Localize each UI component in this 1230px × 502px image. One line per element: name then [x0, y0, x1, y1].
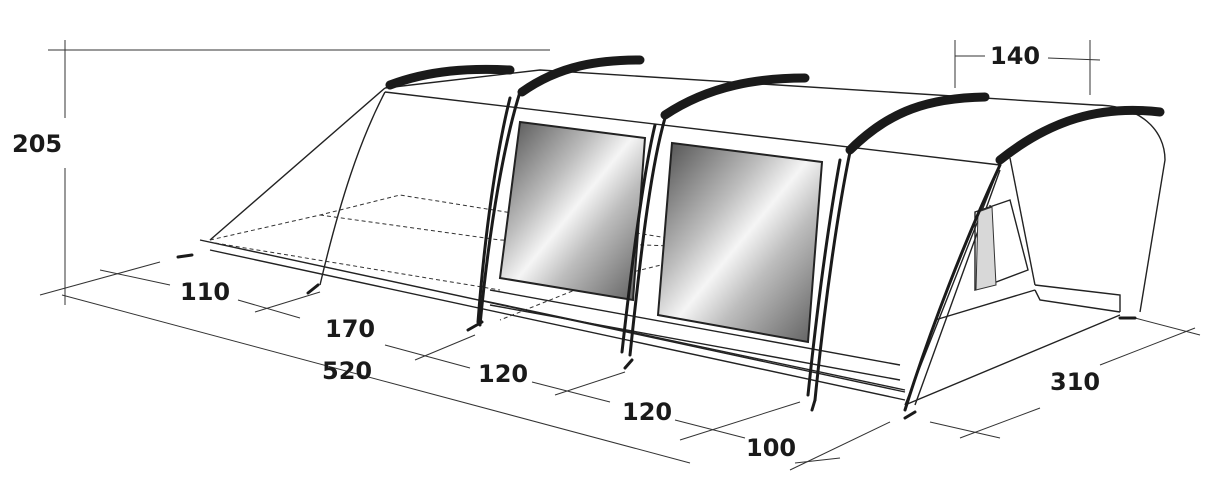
dimension-front-total: 520: [322, 357, 372, 385]
dimension-front-mid-2: 120: [622, 398, 672, 426]
dimension-front-left-2: 170: [325, 315, 375, 343]
tent-poles: [176, 55, 1165, 420]
dimension-depth: 310: [1050, 368, 1100, 396]
tent-body: [199, 69, 1166, 406]
dimension-lines: [39, 40, 1201, 471]
dimension-front-mid-1: 120: [478, 360, 528, 388]
dimension-labels: 205 140 110 170 520 120 120 100 310: [12, 42, 1100, 462]
dimension-front-right: 100: [746, 434, 796, 462]
dimension-height: 205: [12, 130, 62, 158]
side-windows: [498, 120, 997, 344]
dimension-front-left-1: 110: [180, 278, 230, 306]
dimension-top-right: 140: [990, 42, 1040, 70]
